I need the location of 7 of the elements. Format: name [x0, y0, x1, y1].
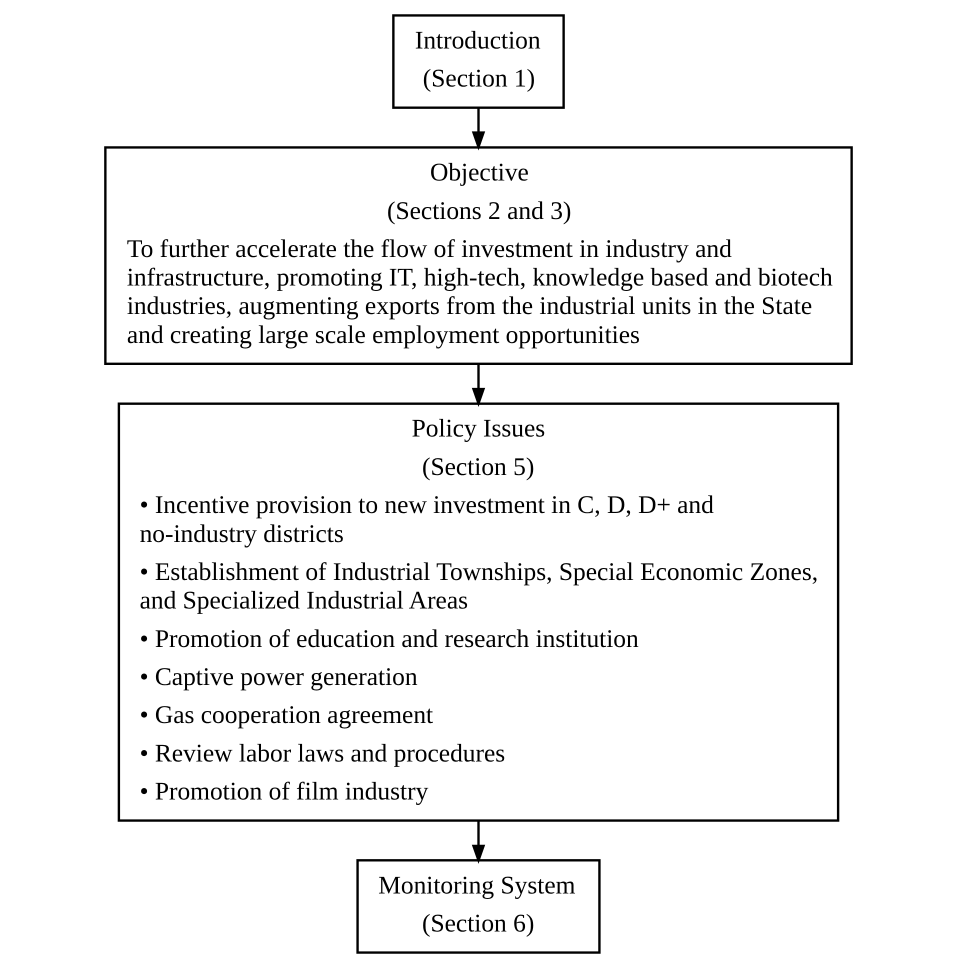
- arrow: [471, 820, 485, 864]
- arrow: [471, 107, 485, 150]
- node-box: Monitoring System (Section 6): [356, 858, 600, 954]
- node-box: Introduction (Section 1): [392, 14, 564, 108]
- node-box: Objective (Sections 2 and 3) To further accelerate the flow of investment in industry and infrastructure, promoting IT, high-tech, knowledge based and biotech industries, augmenting exports from the industrial units in the State and creating large scale employment opportunities: [104, 146, 852, 365]
- node-box: Policy Issues (Section 5) • Incentive provision to new investment in C, D, D+ and no-industry districts • Establishment of Industrial Townships, Special Economic Zones, and Specialized Industrial Areas • Promotion of education and research institution • Captive power generation • Gas cooperation agreement • Review labor laws and procedures • Promotion of film industry: [117, 402, 839, 822]
- arrow: [471, 364, 485, 406]
